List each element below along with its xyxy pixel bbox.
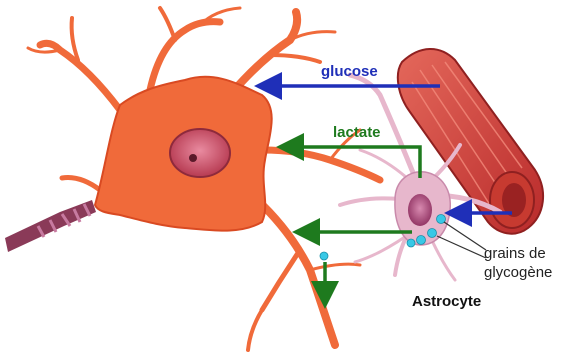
- glycogen-granules-label: grains de glycogène: [484, 244, 552, 282]
- lactate-label: lactate: [333, 124, 381, 141]
- neuron-nucleolus: [189, 154, 197, 162]
- astrocyte-label: Astrocyte: [412, 293, 481, 310]
- astrocyte-nucleus: [408, 194, 432, 226]
- neuron-nucleus: [170, 129, 230, 177]
- glycogen-label-line2: glycogène: [484, 263, 552, 282]
- neuron-axon: [5, 200, 96, 252]
- neuron: [5, 8, 380, 350]
- glucose-label: glucose: [321, 63, 378, 80]
- glycogen-label-line1: grains de: [484, 244, 552, 263]
